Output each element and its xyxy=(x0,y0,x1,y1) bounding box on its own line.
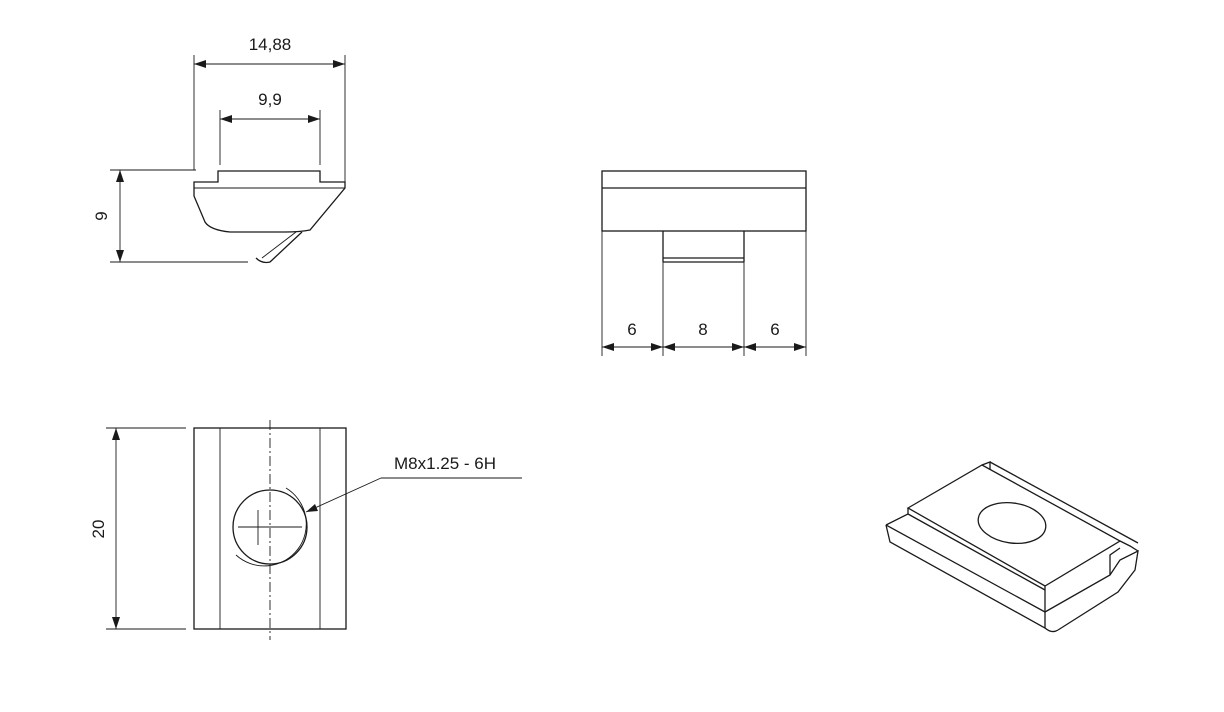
spring-leaf xyxy=(255,231,303,264)
dimension-label-top-length: 20 xyxy=(89,520,108,539)
dimension-label-profile-height: 9 xyxy=(92,211,111,220)
top-view: 20 M8x1.25 - 6H xyxy=(89,420,522,640)
dimension-profile-width: 14,88 xyxy=(194,35,345,68)
dimension-front-middle: 8 xyxy=(663,320,744,351)
thread-major-arc xyxy=(235,487,307,567)
dimension-label-profile-width: 14,88 xyxy=(249,35,292,54)
dimension-front-right: 6 xyxy=(744,320,806,351)
side-profile-view: 14,88 9,9 9 xyxy=(92,35,346,264)
dimension-front-left: 6 xyxy=(602,320,663,351)
dimension-label-front-right: 6 xyxy=(770,320,779,339)
profile-outline xyxy=(193,170,346,233)
front-view: 6 8 6 xyxy=(601,170,807,356)
dimension-label-front-left: 6 xyxy=(627,320,636,339)
thread-callout: M8x1.25 - 6H xyxy=(305,454,522,513)
iso-thread-hole xyxy=(977,501,1047,545)
dimension-label-front-middle: 8 xyxy=(698,320,707,339)
thread-hole xyxy=(232,489,308,565)
thread-callout-label: M8x1.25 - 6H xyxy=(394,454,496,473)
dimension-profile-height: 9 xyxy=(92,170,124,262)
isometric-view xyxy=(885,461,1139,633)
dimension-label-slot-width: 9,9 xyxy=(258,90,282,109)
dimension-top-length: 20 xyxy=(89,428,120,629)
dimension-slot-width: 9,9 xyxy=(220,90,320,123)
